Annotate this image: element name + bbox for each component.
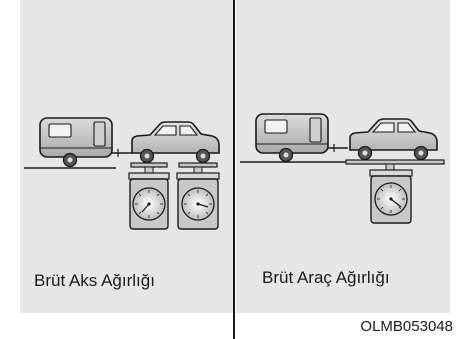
dial-scale-icon [345,159,445,224]
axle-weight-label: Brüt Aks Ağırlığı [34,271,155,290]
caravan-trailer-icon [39,117,132,168]
panel-divider [233,0,235,339]
vehicle-weight-panel [236,0,450,313]
dial-scale-icon [128,162,170,230]
caravan-trailer-icon [255,113,348,163]
car-icon [349,118,438,161]
dial-scale-icon [176,162,220,230]
figure-code: OLMB053048 [360,318,453,335]
vehicle-weight-label: Brüt Araç Ağırlığı [262,268,390,287]
car-icon [131,121,220,164]
